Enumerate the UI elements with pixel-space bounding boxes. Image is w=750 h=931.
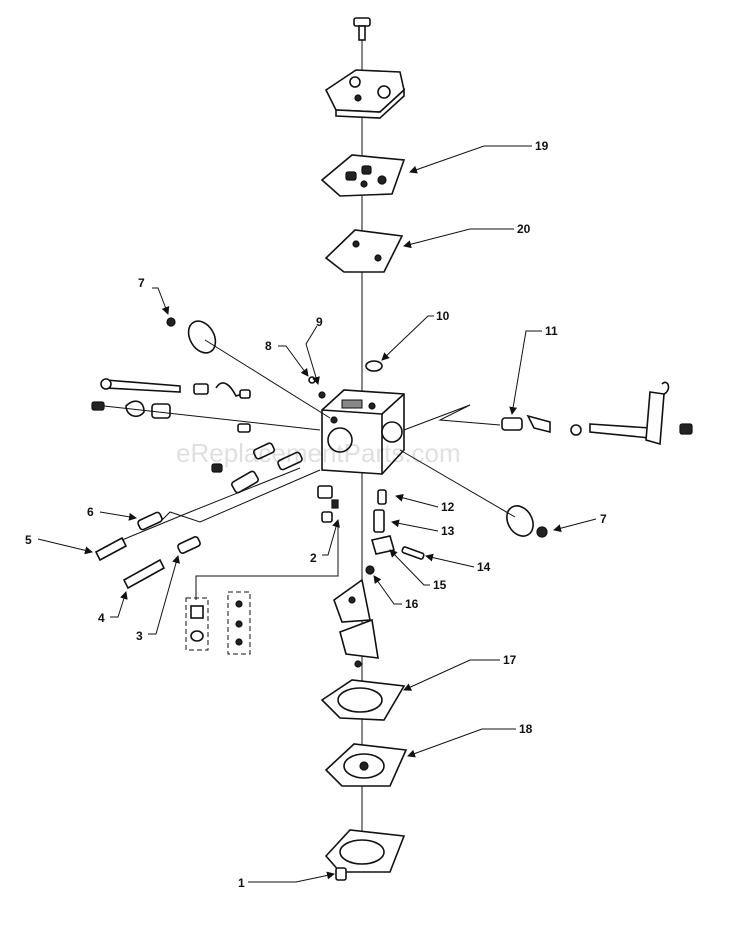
metering-diaphragm — [324, 743, 408, 787]
callout-14: 14 — [477, 560, 491, 574]
leader-7a — [152, 287, 170, 315]
callout-1: 1 — [238, 876, 245, 890]
disc-screw-right — [536, 526, 548, 538]
ball-check — [308, 376, 316, 384]
leader-18 — [407, 728, 516, 758]
throttle-shaft-right — [403, 381, 693, 446]
callout-16: 16 — [405, 597, 419, 611]
leader-20 — [403, 228, 514, 249]
callout-4: 4 — [98, 611, 105, 625]
small-spring-ball — [318, 391, 326, 399]
callout-19: 19 — [535, 139, 549, 153]
callout-11: 11 — [545, 324, 558, 338]
carburetor-body — [321, 389, 405, 475]
kit-leader — [195, 520, 339, 600]
callout-9: 9 — [316, 315, 323, 329]
callout-18: 18 — [519, 722, 533, 736]
repair-kit-b — [227, 591, 251, 655]
leader-10 — [381, 315, 434, 361]
leader-13 — [391, 519, 439, 532]
leader-7b — [553, 518, 597, 533]
leader-14 — [425, 553, 475, 568]
throttle-disc-right — [506, 505, 534, 537]
leader-11 — [509, 330, 542, 415]
callout-7-top: 7 — [138, 276, 145, 290]
callout-6: 6 — [87, 505, 94, 519]
disc-screw-left — [166, 317, 176, 327]
callout-10: 10 — [436, 309, 450, 323]
disc-right-axis — [399, 449, 516, 518]
callout-12: 12 — [441, 500, 455, 514]
idle-adjust-parts — [211, 423, 303, 494]
throttle-disc-left — [187, 320, 217, 354]
callout-20: 20 — [517, 222, 531, 236]
throttle-shaft-left — [91, 378, 321, 431]
leader-8 — [278, 345, 309, 377]
metering-cover — [324, 829, 406, 873]
callout-15: 15 — [433, 578, 447, 592]
leader-4 — [110, 591, 128, 618]
callout-2: 2 — [310, 551, 317, 565]
metering-plate-upper — [333, 578, 371, 623]
leader-19 — [409, 145, 532, 174]
callout-7-right: 7 — [600, 512, 607, 526]
disc-left-axis — [204, 339, 331, 419]
leader-9 — [305, 325, 320, 385]
callout-8: 8 — [265, 339, 272, 353]
leader-12 — [395, 493, 439, 508]
leader-15 — [389, 549, 430, 586]
needle-lever-parts — [317, 485, 425, 575]
metering-plate-lower — [339, 618, 379, 668]
leader-2 — [322, 519, 340, 556]
pump-cover — [324, 69, 405, 119]
welch-plug — [365, 360, 383, 372]
callout-5: 5 — [25, 533, 32, 547]
metering-gasket — [320, 679, 406, 721]
leader-16 — [373, 575, 402, 605]
leader-6 — [99, 511, 137, 521]
pump-gasket — [320, 154, 406, 197]
adjust-needles — [94, 467, 321, 590]
callout-13: 13 — [441, 524, 455, 538]
callout-3: 3 — [136, 629, 143, 643]
leader-3 — [148, 555, 180, 635]
watermark: eReplacementParts.com — [176, 438, 461, 468]
callout-17: 17 — [503, 653, 517, 667]
pump-diaphragm — [324, 229, 404, 273]
leader-1 — [248, 871, 335, 883]
leader-5 — [37, 538, 93, 555]
leader-17 — [403, 659, 500, 691]
cover-screw-bottom — [335, 867, 347, 881]
cover-screw — [353, 17, 371, 41]
repair-kit-a — [185, 597, 209, 651]
